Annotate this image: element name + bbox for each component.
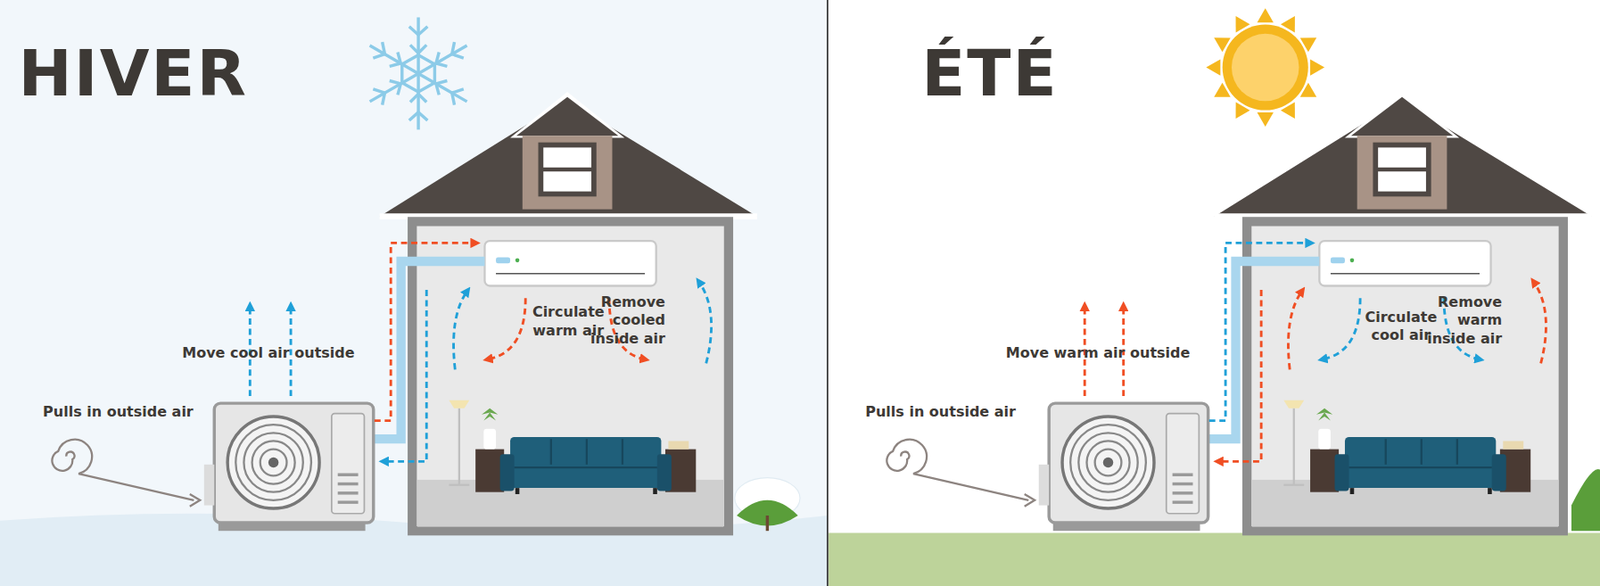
air-note: Remove cooled inside air (575, 293, 666, 349)
panel-title: HIVER (18, 41, 248, 106)
air-note: Remove warm inside air (1411, 293, 1502, 349)
air-note: Pulls in outside air (42, 403, 194, 422)
air-note: Move cool air outside (181, 344, 355, 363)
panel-title: ÉTÉ (921, 41, 1058, 106)
air-note: Pulls in outside air (865, 403, 1016, 422)
air-note: Move warm air outside (1006, 344, 1191, 363)
